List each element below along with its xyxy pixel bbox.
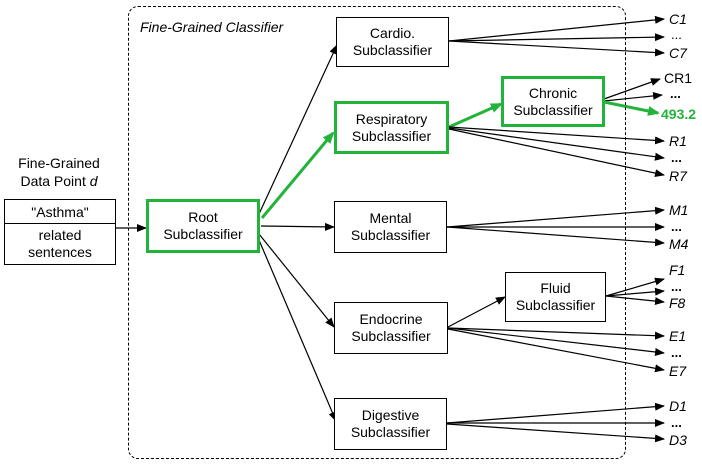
output-chronic-ellipsis: ... bbox=[670, 86, 681, 101]
data-point-bottom-line1: related bbox=[38, 227, 82, 243]
edge-fluid-f8 bbox=[605, 295, 665, 306]
edge-cardio-cdots bbox=[448, 33, 665, 42]
output-mental-first: M1 bbox=[669, 202, 689, 218]
output-fluid-first: F1 bbox=[669, 262, 686, 278]
respiratory-line2: Subclassifier bbox=[351, 127, 432, 144]
data-point-label-line1: Fine-Grained bbox=[18, 155, 100, 171]
endocrine-subclassifier: Endocrine Subclassifier bbox=[334, 302, 448, 354]
data-point-variable: d bbox=[89, 173, 98, 189]
root-line1: Root bbox=[188, 209, 218, 225]
edge-mental-m1 bbox=[446, 206, 665, 228]
edge-cardio-c1 bbox=[448, 15, 665, 42]
output-fluid-ellipsis: ... bbox=[671, 279, 682, 294]
mental-subclassifier: Mental Subclassifier bbox=[334, 201, 447, 253]
edge-root-endocrine bbox=[258, 233, 335, 328]
output-fluid-last: F8 bbox=[669, 295, 686, 311]
output-digestive-first: D1 bbox=[669, 398, 687, 414]
fine-grained-classifier-container bbox=[128, 6, 626, 459]
data-point-bottom-line2: sentences bbox=[28, 244, 92, 260]
output-endocrine-first: E1 bbox=[669, 328, 687, 344]
edge-root-digestive bbox=[258, 239, 337, 422]
edge-root-cardio bbox=[258, 44, 338, 215]
output-cardio-last: C7 bbox=[669, 45, 687, 61]
output-respiratory-ellipsis: ... bbox=[671, 150, 682, 165]
output-endocrine-ellipsis: ... bbox=[671, 345, 682, 360]
fluid-line1: Fluid bbox=[540, 280, 571, 296]
root-subclassifier: Root Subclassifier bbox=[146, 199, 260, 253]
data-point-box: "Asthma" related sentences bbox=[4, 199, 116, 265]
output-cardio-first: C1 bbox=[669, 11, 687, 27]
respiratory-subclassifier: Respiratory Subclassifier bbox=[334, 101, 449, 154]
fluid-subclassifier: Fluid Subclassifier bbox=[505, 272, 606, 322]
output-endocrine-last: E7 bbox=[669, 363, 687, 379]
edge-endocrine-e1 bbox=[447, 327, 665, 340]
edge-endocrine-edots bbox=[447, 327, 665, 356]
output-digestive-last: D3 bbox=[669, 432, 687, 448]
digestive-line2: Subclassifier bbox=[350, 424, 431, 440]
output-mental-last: M4 bbox=[669, 236, 689, 252]
mental-line1: Mental bbox=[369, 210, 412, 226]
data-point-field-top: "Asthma" bbox=[5, 200, 115, 224]
output-digestive-ellipsis: ... bbox=[671, 415, 682, 430]
chronic-line2: Subclassifier bbox=[513, 101, 593, 118]
edge-chronic-crdots bbox=[603, 91, 663, 102]
output-respiratory-first: R1 bbox=[669, 133, 687, 149]
fluid-line2: Subclassifier bbox=[515, 297, 596, 313]
respiratory-line1: Respiratory bbox=[355, 110, 428, 127]
data-point-field-bottom: related sentences bbox=[5, 224, 115, 264]
output-respiratory-last: R7 bbox=[669, 168, 687, 184]
cardio-line1: Cardio. bbox=[369, 25, 416, 41]
edge-endocrine-e7 bbox=[447, 328, 665, 373]
edge-respiratory-chronic bbox=[448, 102, 503, 129]
edge-root-mental bbox=[260, 222, 335, 231]
mental-line2: Subclassifier bbox=[350, 227, 431, 243]
edge-digestive-d3 bbox=[446, 423, 665, 443]
data-point-label-line2: Data Point bbox=[20, 173, 90, 189]
output-cardio-ellipsis: ... bbox=[671, 27, 682, 42]
root-line2: Subclassifier bbox=[163, 226, 243, 242]
cardio-line2: Subclassifier bbox=[352, 42, 433, 58]
chronic-subclassifier: Chronic Subclassifier bbox=[501, 76, 605, 127]
cardio-subclassifier: Cardio. Subclassifier bbox=[336, 17, 449, 67]
edge-cardio-c7 bbox=[448, 40, 665, 57]
output-mental-ellipsis: ... bbox=[671, 219, 682, 234]
edge-fluid-f1 bbox=[605, 277, 665, 297]
output-chronic-first: CR1 bbox=[664, 70, 693, 86]
edge-fluid-fdots bbox=[605, 287, 665, 297]
container-title: Fine-Grained Classifier bbox=[140, 19, 284, 35]
endocrine-line2: Subclassifier bbox=[351, 328, 431, 344]
digestive-subclassifier: Digestive Subclassifier bbox=[334, 398, 447, 450]
edge-respiratory-rdots bbox=[448, 127, 665, 161]
edge-digestive-d1 bbox=[446, 402, 665, 424]
edge-root-respiratory bbox=[260, 131, 335, 219]
edge-chronic-cr1 bbox=[603, 78, 661, 100]
edge-mental-m4 bbox=[446, 226, 665, 247]
output-chronic-result: 493.2 bbox=[661, 106, 697, 122]
chronic-line1: Chronic bbox=[528, 84, 578, 101]
digestive-line1: Digestive bbox=[361, 407, 420, 423]
endocrine-line1: Endocrine bbox=[359, 311, 423, 327]
edge-endocrine-fluid bbox=[447, 296, 506, 328]
data-point-label: Fine-Grained Data Point d bbox=[4, 154, 114, 190]
edge-respiratory-r1 bbox=[448, 126, 665, 145]
edge-chronic-4932 bbox=[603, 100, 660, 116]
edge-respiratory-r7 bbox=[448, 128, 665, 178]
